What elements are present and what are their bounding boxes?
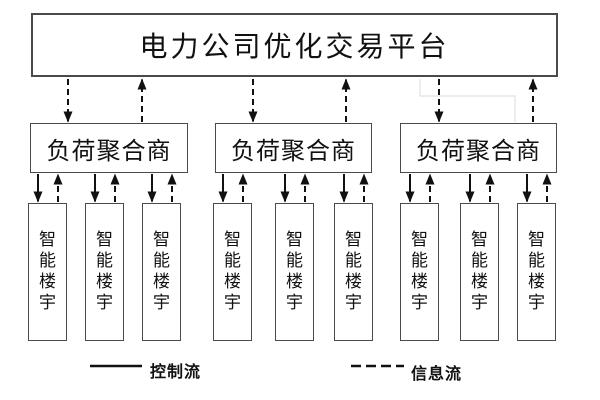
aggregator-label: 负荷聚合商: [46, 136, 172, 165]
building-label: 智能楼宇: [471, 229, 488, 314]
building-box-6: 智能楼宇: [334, 203, 373, 341]
building-box-9: 智能楼宇: [517, 203, 556, 341]
aggregator-box-3: 负荷聚合商: [400, 123, 557, 173]
building-box-5: 智能楼宇: [275, 203, 314, 341]
ghost-line: [419, 79, 516, 122]
aggregator-label: 负荷聚合商: [231, 136, 356, 165]
building-label: 智能楼宇: [224, 229, 241, 314]
building-label: 智能楼宇: [286, 229, 303, 314]
building-label: 智能楼宇: [96, 229, 113, 314]
aggregator-box-1: 负荷聚合商: [30, 123, 188, 173]
building-label: 智能楼宇: [528, 229, 545, 314]
platform-label: 电力公司优化交易平台: [139, 30, 450, 63]
legend-info-flow-label: 信息流: [411, 364, 463, 383]
building-box-4: 智能楼宇: [213, 203, 252, 341]
legend-control-flow-label: 控制流: [150, 362, 202, 381]
building-box-2: 智能楼宇: [85, 203, 124, 341]
aggregator-label: 负荷聚合商: [416, 136, 541, 165]
building-label: 智能楼宇: [411, 229, 428, 314]
building-box-3: 智能楼宇: [142, 203, 181, 341]
building-box-8: 智能楼宇: [460, 203, 499, 341]
platform-box: 电力公司优化交易平台: [31, 13, 558, 77]
building-box-7: 智能楼宇: [400, 203, 439, 341]
building-box-1: 智能楼宇: [28, 203, 67, 341]
aggregator-box-2: 负荷聚合商: [215, 123, 372, 173]
building-label: 智能楼宇: [39, 229, 56, 314]
building-label: 智能楼宇: [345, 229, 362, 314]
building-label: 智能楼宇: [153, 229, 170, 314]
